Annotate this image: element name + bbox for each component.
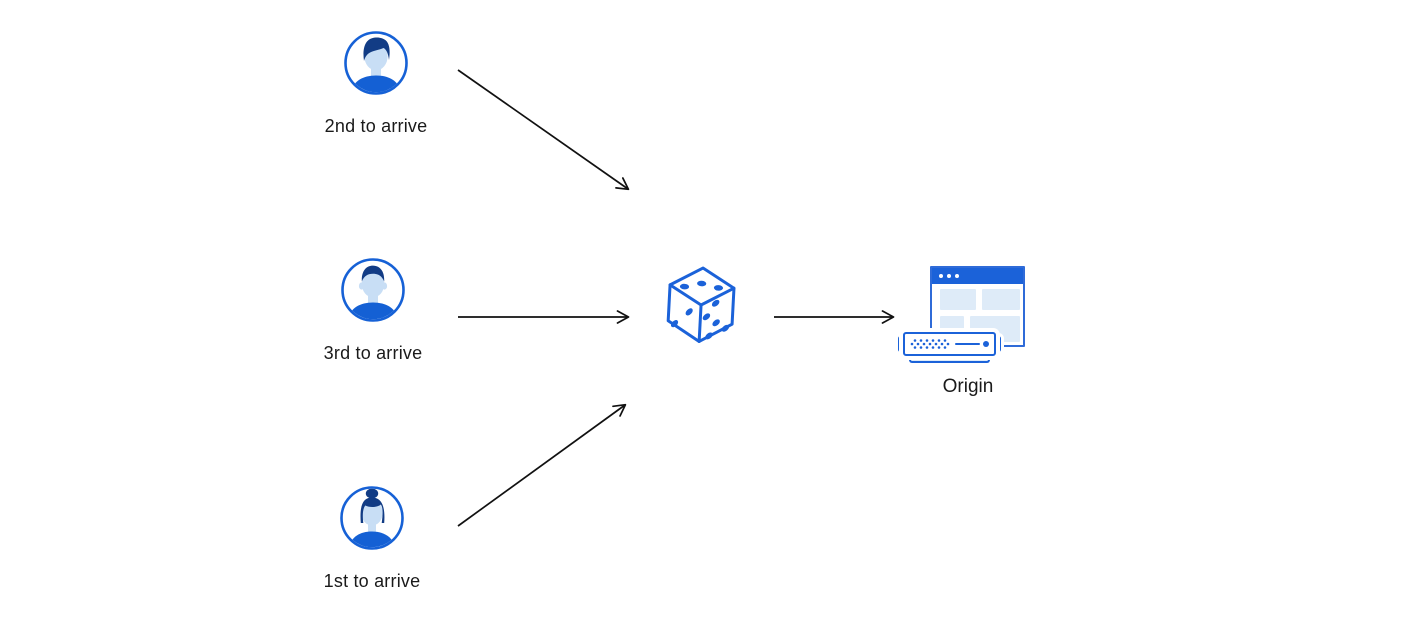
random-selection-node (666, 266, 736, 346)
server-icon (898, 332, 1001, 364)
origin-node: Origin (893, 264, 1043, 404)
user-label: 3rd to arrive (323, 343, 423, 363)
avatar-man-crop-hair-icon (340, 257, 406, 323)
server-right-bracket (994, 336, 1001, 352)
window-dot-icon (939, 274, 943, 278)
user-node-2nd-to-arrive: 2nd to arrive (312, 30, 440, 137)
user-node-1st-to-arrive: 1st to arrive (308, 485, 436, 592)
dice-icon (664, 264, 738, 348)
server-base (909, 355, 990, 363)
browser-titlebar (932, 268, 1023, 284)
server-left-bracket (898, 336, 905, 352)
avatar-man-pompadour-icon (343, 30, 409, 96)
origin-label: Origin (942, 376, 994, 397)
server-chassis (903, 332, 996, 356)
user-node-3rd-to-arrive: 3rd to arrive (309, 257, 437, 364)
arrow-user1-to-dice (457, 403, 627, 527)
browser-content-block (940, 289, 976, 310)
window-dot-icon (947, 274, 951, 278)
window-dot-icon (955, 274, 959, 278)
user-label: 2nd to arrive (324, 116, 428, 136)
avatar-woman-bun-icon (339, 485, 405, 551)
browser-content-block (982, 289, 1020, 310)
user-label: 1st to arrive (323, 571, 421, 591)
arrow-user2-to-dice (457, 69, 630, 191)
browser-content-block (940, 316, 964, 337)
